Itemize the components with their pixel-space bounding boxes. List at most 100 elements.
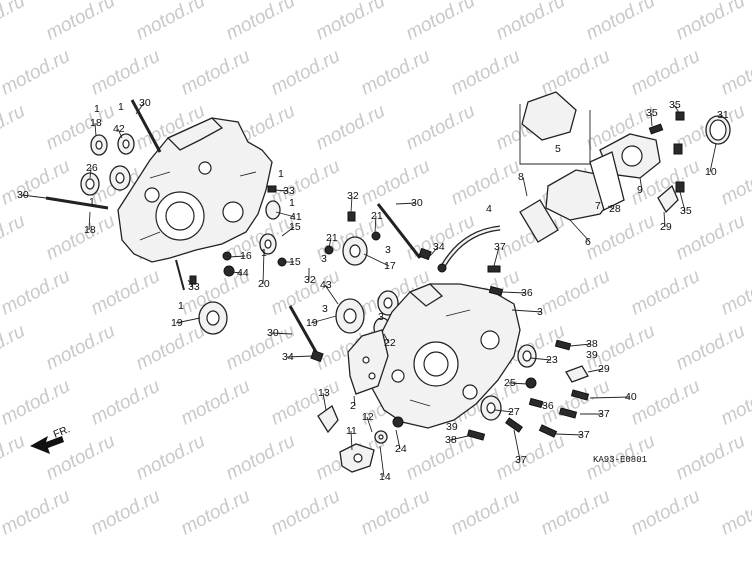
callout-number: 13 (318, 387, 330, 399)
leader-line (350, 195, 353, 213)
right-fasteners (466, 265, 590, 441)
callout-number: 44 (237, 267, 249, 279)
callout-number: 31 (717, 109, 729, 121)
callout-number: 1 (118, 101, 124, 113)
left-bearings (80, 133, 287, 335)
leader-line (429, 246, 439, 257)
callout-number: 34 (433, 241, 445, 253)
watermark-text: motod.ru (312, 100, 388, 154)
callout-number: 1 (94, 103, 100, 115)
watermark-text: motod.ru (42, 430, 118, 484)
leader-line (501, 291, 527, 294)
callout-number: 30 (267, 327, 279, 339)
callout-number: 14 (379, 471, 391, 483)
watermark-text: motod.ru (672, 320, 748, 374)
callout-number: 32 (347, 190, 359, 202)
callout-number: 32 (304, 274, 316, 286)
watermark-text: motod.ru (42, 0, 118, 44)
callout-number: 8 (518, 171, 524, 183)
watermark-text: motod.ru (537, 485, 613, 539)
watermark-text: motod.ru (447, 155, 523, 209)
leader-line (379, 445, 385, 478)
leader-line (639, 177, 643, 191)
callout-number: 5 (555, 143, 561, 155)
leader-line (175, 317, 201, 324)
leader-line (522, 176, 528, 197)
leader-line (275, 211, 296, 218)
callout-number: 24 (395, 443, 407, 455)
callout-number: 30 (411, 197, 423, 209)
callout-number: 3 (321, 253, 327, 265)
leader-line (262, 249, 265, 285)
leader-line (286, 355, 313, 358)
watermark-text: motod.ru (537, 45, 613, 99)
leader-line (383, 333, 390, 344)
watermark-text: motod.ru (177, 375, 253, 429)
callout-number: 36 (521, 287, 533, 299)
callout-number: 40 (625, 391, 637, 403)
gasket-plate (347, 329, 389, 395)
leader-line (607, 205, 615, 210)
left-studs (45, 99, 185, 291)
watermark-text: motod.ru (0, 0, 29, 44)
callout-number: 15 (289, 221, 301, 233)
callout-number: 38 (586, 338, 598, 350)
leader-line (508, 382, 529, 385)
front-direction-label: FR. (52, 423, 72, 440)
watermark-text: motod.ru (312, 0, 388, 44)
callout-number: 19 (171, 317, 183, 329)
watermark-text: motod.ru (87, 45, 163, 99)
watermark-text: motod.ru (627, 265, 703, 319)
watermark-text: motod.ru (627, 45, 703, 99)
leader-line (539, 403, 548, 407)
callout-number: 37 (494, 241, 506, 253)
watermark-text: motod.ru (87, 265, 163, 319)
leader-line (353, 395, 356, 407)
callout-number: 4 (486, 203, 492, 215)
left-crankcase (117, 117, 273, 263)
leader-line (324, 284, 339, 305)
callout-number: 3 (322, 303, 328, 315)
callout-number: 30 (139, 97, 151, 109)
leader-line (117, 128, 123, 139)
watermark-text: motod.ru (627, 485, 703, 539)
watermark-text: motod.ru (717, 375, 752, 429)
leader-line (569, 343, 592, 347)
watermark-text: motod.ru (0, 265, 74, 319)
leader-line (135, 102, 145, 115)
callout-number: 25 (504, 377, 516, 389)
watermark-text: motod.ru (222, 0, 298, 44)
callout-number: 18 (84, 224, 96, 236)
watermark-text: motod.ru (0, 375, 74, 429)
leader-line (569, 219, 591, 243)
bottom-small-parts (317, 405, 404, 473)
watermark-text: motod.ru (717, 485, 752, 539)
leader-line (94, 122, 97, 137)
callout-number: 1 (89, 196, 95, 208)
watermark-text: motod.ru (672, 0, 748, 44)
leader-line (187, 279, 194, 288)
leader-line (395, 202, 417, 205)
leader-line (350, 430, 353, 451)
leader-line (679, 191, 686, 212)
watermark-text: motod.ru (582, 0, 658, 44)
callout-number: 43 (320, 279, 332, 291)
leader-line (366, 416, 373, 433)
callout-number: 17 (384, 260, 396, 272)
callout-number: 21 (326, 232, 338, 244)
reed-valve-assembly (519, 91, 731, 243)
leader-line (494, 409, 514, 413)
leader-line (328, 237, 332, 249)
callout-number: 38 (445, 434, 457, 446)
watermark-text: motod.ru (222, 320, 298, 374)
watermark-text: motod.ru (267, 45, 343, 99)
watermark-text: motod.ru (222, 430, 298, 484)
leader-line (493, 246, 500, 267)
callout-number: 39 (586, 349, 598, 361)
watermark-text: motod.ru (447, 45, 523, 99)
leader-line (310, 315, 337, 324)
leader-line (511, 309, 543, 313)
callout-number: 35 (646, 107, 658, 119)
